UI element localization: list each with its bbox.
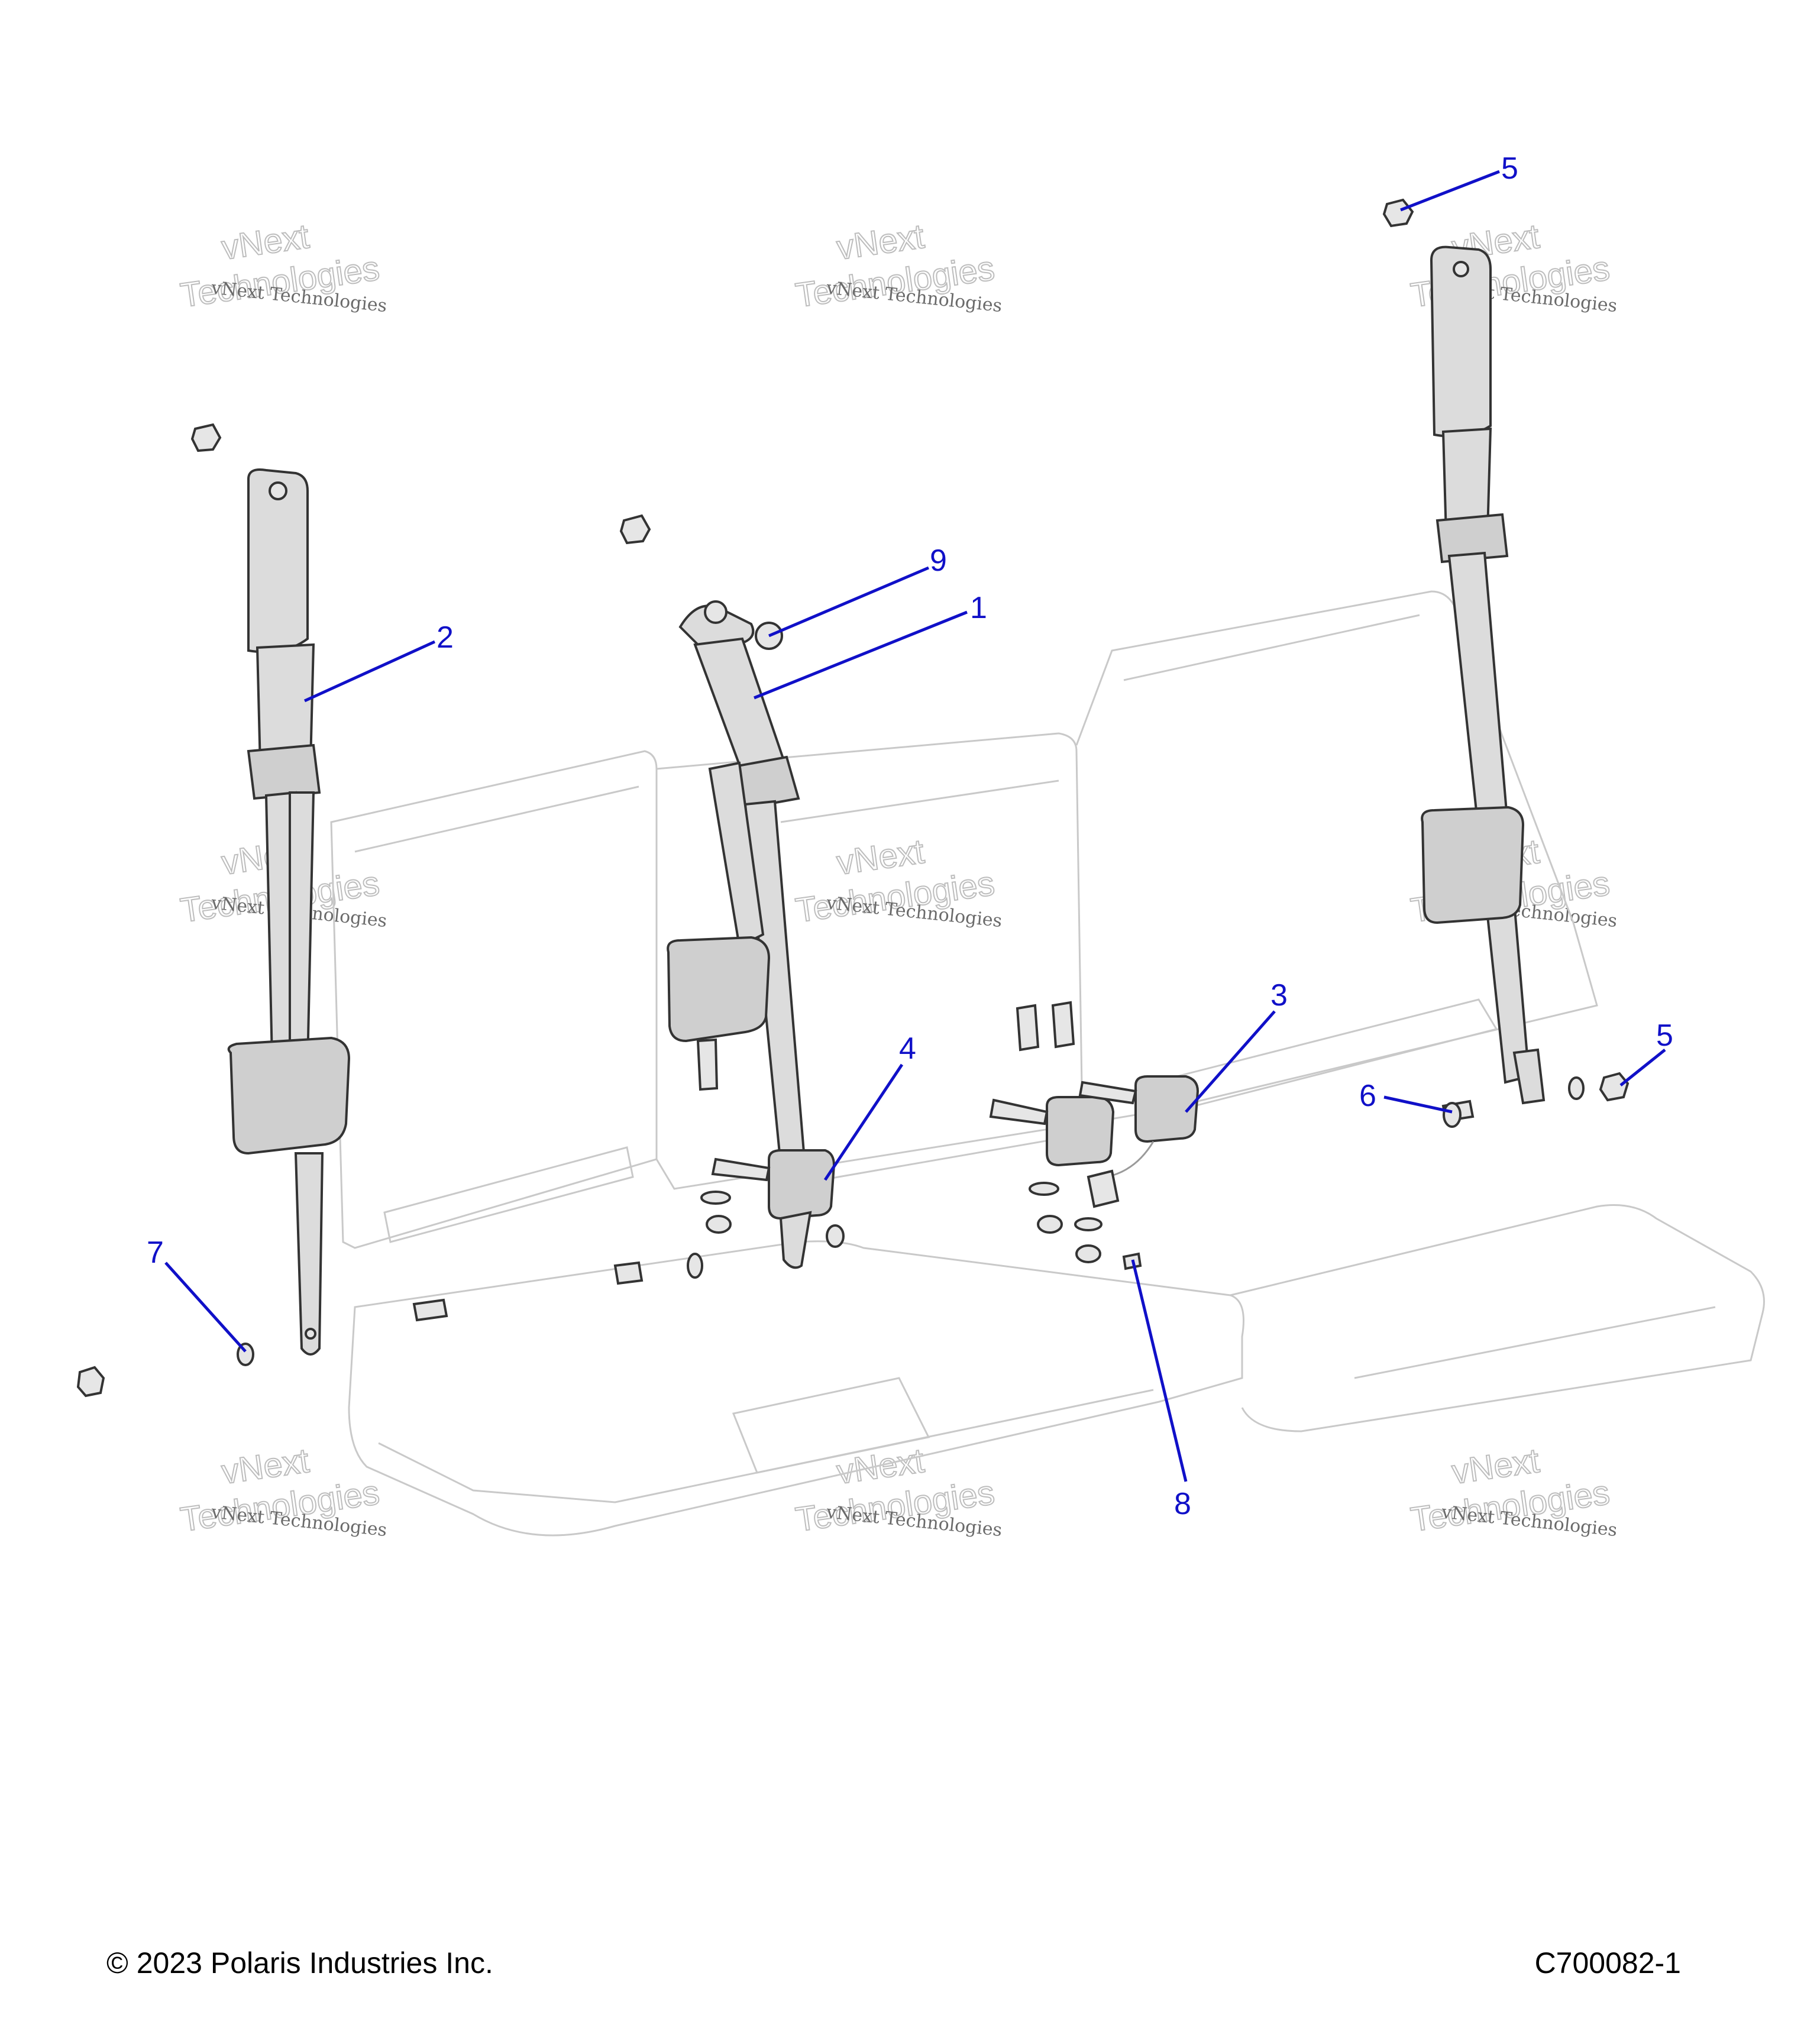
watermark-top-center: vNext Technologies vNext Technologies bbox=[793, 216, 1003, 316]
svg-text:8: 8 bbox=[1174, 1487, 1191, 1521]
svg-text:5: 5 bbox=[1656, 1018, 1673, 1053]
seat-backrest-left bbox=[330, 750, 658, 1249]
seat-belt-assembly-left bbox=[227, 468, 351, 1356]
seat-backrest-center bbox=[655, 732, 1084, 1190]
callout-3: 3 bbox=[1185, 978, 1288, 1113]
anchor-bolt-left-top bbox=[190, 423, 222, 452]
seat-cushion-bench bbox=[348, 1204, 1765, 1537]
callout-9: 9 bbox=[768, 544, 947, 638]
svg-text:6: 6 bbox=[1359, 1079, 1376, 1113]
copyright-notice: © 2023 Polaris Industries Inc. bbox=[106, 1946, 493, 1980]
svg-text:9: 9 bbox=[930, 544, 947, 578]
watermark-bottom-center: vNext Technologies vNext Technologies bbox=[793, 1441, 1003, 1541]
callout-2: 2 bbox=[303, 620, 454, 703]
svg-text:7: 7 bbox=[147, 1236, 164, 1270]
callout-1: 1 bbox=[754, 591, 987, 700]
hardware-bolts-center bbox=[412, 1001, 1075, 1322]
drawing-number: C700082-1 bbox=[1534, 1946, 1681, 1980]
anchor-bolt-right-top bbox=[1382, 198, 1414, 228]
buckle-assembly-center-right bbox=[989, 1075, 1200, 1208]
hardware-washers-center bbox=[687, 1182, 1103, 1279]
buckle-assembly-center-left bbox=[711, 1149, 836, 1269]
watermark-bottom-right: vNext Technologies vNext Technologies bbox=[1408, 1441, 1618, 1541]
callout-5-top: 5 bbox=[1400, 151, 1518, 212]
nut-left-bottom bbox=[76, 1366, 105, 1398]
svg-text:3: 3 bbox=[1270, 978, 1288, 1013]
seat-belt-assembly-center bbox=[667, 600, 806, 1167]
callout-4: 4 bbox=[823, 1031, 916, 1181]
watermark-top-left: vNext Technologies vNext Technologies bbox=[177, 216, 388, 316]
anchor-bolt-center-top bbox=[619, 514, 651, 545]
svg-text:5: 5 bbox=[1501, 151, 1518, 186]
svg-text:1: 1 bbox=[970, 591, 987, 625]
bolt-right-bottom bbox=[1441, 1099, 1475, 1128]
watermark-middle-center: vNext Technologies vNext Technologies bbox=[793, 832, 1003, 932]
svg-text:4: 4 bbox=[899, 1031, 916, 1066]
nut-right-bottom bbox=[1599, 1072, 1630, 1102]
callout-6: 6 bbox=[1359, 1079, 1453, 1114]
watermark-bottom-left: vNext Technologies vNext Technologies bbox=[177, 1441, 388, 1541]
seat-belt-assembly-right bbox=[1421, 245, 1546, 1105]
washer-right-bottom bbox=[1568, 1076, 1585, 1100]
callout-5-bottom: 5 bbox=[1619, 1018, 1673, 1086]
svg-text:2: 2 bbox=[437, 620, 454, 655]
callout-8: 8 bbox=[1131, 1259, 1191, 1521]
callout-7: 7 bbox=[147, 1236, 247, 1353]
